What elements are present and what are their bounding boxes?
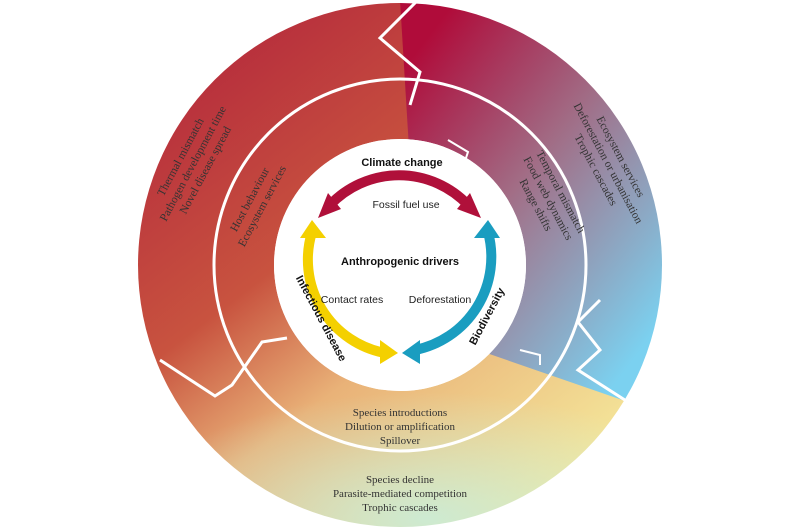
inner-bottom-item: Spillover <box>380 435 421 447</box>
inner-bottom-item: Species introductions <box>353 407 447 419</box>
top-separator <box>377 0 422 106</box>
fossil-fuel-label: Fossil fuel use <box>372 199 439 211</box>
outer-bottom-item: Species decline <box>366 474 434 486</box>
anthropogenic-drivers-label: Anthropogenic drivers <box>341 256 459 268</box>
right-inner-separator <box>519 349 541 365</box>
infectious-arrow <box>300 220 398 364</box>
outer-bottom-item: Parasite-mediated competition <box>333 488 468 500</box>
inner-bottom-item: Dilution or amplification <box>345 421 455 433</box>
top-inner-separator <box>447 139 470 171</box>
left-separator <box>159 336 288 398</box>
inner-bottom-list: Species introductions Dilution or amplif… <box>345 407 455 447</box>
contact-rates-label: Contact rates <box>321 294 383 306</box>
climate-change-label: Climate change <box>361 157 442 169</box>
inner-ring-outline <box>212 77 588 453</box>
outer-bottom-item: Trophic cascades <box>362 502 438 514</box>
biodiversity-arrow <box>402 220 500 364</box>
deforestation-label: Deforestation <box>409 294 472 306</box>
right-separator <box>575 298 629 404</box>
climate-arrow <box>318 170 481 218</box>
outer-bottom-list: Species decline Parasite-mediated compet… <box>333 474 468 514</box>
